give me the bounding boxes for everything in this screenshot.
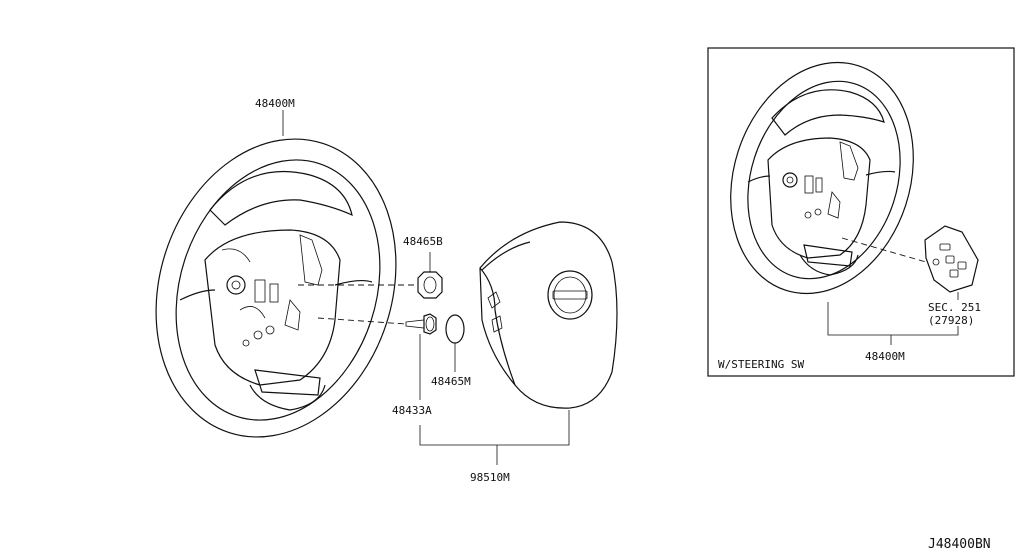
label-nut: 48465B: [403, 235, 443, 248]
steering-wheel-inset: [730, 61, 914, 295]
steering-wheel-main: [155, 138, 397, 438]
inset-caption: W/STEERING SW: [718, 358, 804, 371]
label-section: SEC. 251: [928, 301, 981, 314]
steering-switch: [924, 225, 979, 293]
label-airbag: 98510M: [470, 471, 510, 484]
label-bolt: 48433A: [392, 404, 432, 417]
inset-box: [707, 47, 1015, 377]
airbag-module: [479, 221, 618, 409]
switch-dashed-leader: [841, 237, 927, 263]
nut-part: [417, 271, 443, 299]
label-section-part: (27928): [928, 314, 974, 327]
label-wheel-main: 48400M: [255, 97, 295, 110]
label-wheel-inset: 48400M: [865, 350, 905, 363]
airbag-bracket: [419, 410, 570, 446]
inset-wheel-bracket: [827, 302, 959, 336]
label-cap: 48465M: [431, 375, 471, 388]
diagram-id: J48400BN: [928, 537, 991, 552]
bolt-dashed-leader: [317, 317, 407, 325]
cap-part: [445, 314, 465, 344]
bolt-part: [405, 313, 437, 335]
